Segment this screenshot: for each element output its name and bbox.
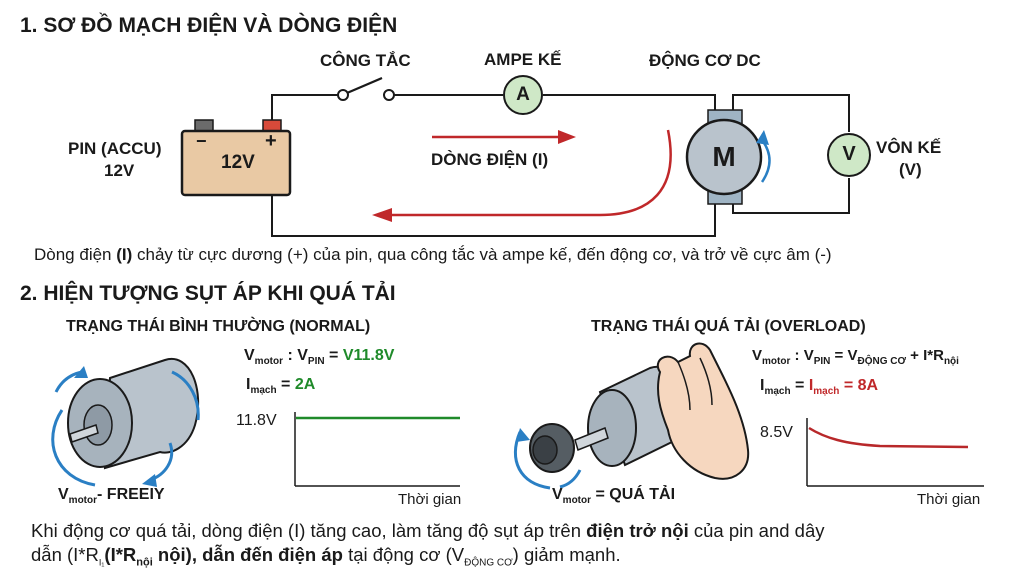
- voltmeter-label-line1: VÔN KẾ: [876, 138, 942, 157]
- normal-current-formula: Imạch = 2A: [246, 376, 316, 397]
- switch-label: CÔNG TẮC: [320, 51, 411, 70]
- ammeter-circle: [503, 75, 543, 115]
- explanation-line-1: Khi động cơ quá tải, dòng điện (I) tăng …: [31, 520, 825, 541]
- overload-motor-caption: Vmotor = QUÁ TẢI: [552, 486, 676, 507]
- current-label: DÒNG ĐIỆN (I): [431, 150, 549, 169]
- ammeter-symbol: A: [516, 84, 530, 105]
- overload-state-title: TRẠNG THÁI QUÁ TẢI (OVERLOAD): [591, 318, 866, 335]
- battery-icon: [180, 119, 292, 197]
- voltmeter-symbol: V: [842, 143, 856, 165]
- normal-x-axis-label: Thời gian: [398, 491, 462, 508]
- circuit-wires: [271, 94, 850, 237]
- battery-plus: +: [265, 130, 277, 152]
- overload-tick-label: 8.5V: [760, 424, 793, 441]
- normal-motor-caption: Vmotor- FREEIY: [58, 486, 165, 507]
- normal-chart-axes: [294, 412, 460, 487]
- motor-label: ĐỘNG CƠ DC: [649, 51, 761, 70]
- section2-title: 2. HIỆN TƯỢNG SỤT ÁP KHI QUÁ TẢI: [20, 282, 396, 305]
- voltmeter-label-line2: (V): [899, 160, 922, 179]
- overload-chart-axes: [806, 418, 984, 487]
- battery-label-line2: 12V: [104, 161, 135, 180]
- normal-state-title: TRẠNG THÁI BÌNH THƯỜNG (NORMAL): [66, 318, 371, 335]
- battery-voltage: 12V: [221, 152, 255, 173]
- battery-minus: −: [196, 131, 207, 151]
- explanation-line-2: dẫn (I*RI₁(I*Rnội nội), dẫn đến điện áp …: [31, 544, 621, 569]
- overload-voltage-line: [808, 426, 969, 449]
- current-arrows: [372, 129, 672, 222]
- overload-current-formula: Imạch = Imạch = 8A: [760, 377, 879, 398]
- hand-icon: [657, 342, 750, 480]
- section1-title: 1. SƠ ĐỒ MẠCH ĐIỆN VÀ DÒNG ĐIỆN: [20, 14, 398, 37]
- overload-voltage-formula: Vmotor : VPIN = VĐỘNG CƠ + I*Rnội: [752, 347, 959, 367]
- normal-tick-label: 11.8V: [236, 412, 277, 429]
- overload-x-axis-label: Thời gian: [917, 491, 981, 508]
- motor-dc-icon: [685, 109, 771, 205]
- normal-voltage-formula: Vmotor : VPIN = V11.8V: [244, 347, 395, 368]
- ammeter-label: AMPE KẾ: [484, 50, 562, 69]
- switch-symbol: [337, 76, 395, 101]
- circuit-caption: Dòng điện (I) chảy từ cực dương (+) của …: [34, 245, 832, 264]
- normal-motor-icon: [51, 357, 200, 487]
- battery-label-line1: PIN (ACCU): [68, 139, 162, 158]
- motor-symbol: M: [712, 141, 736, 172]
- voltmeter-circle: [827, 133, 871, 177]
